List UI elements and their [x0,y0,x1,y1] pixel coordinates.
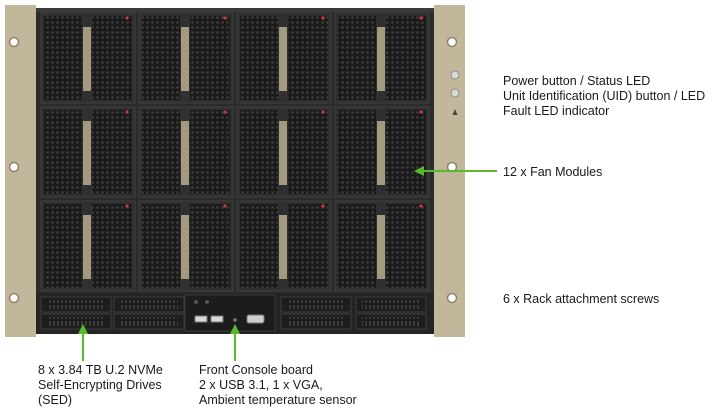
usb-port-icon [194,315,208,323]
console-label-line2: 2 x USB 3.1, 1 x VGA, [199,378,323,392]
fan-module [236,200,332,292]
fan-module [334,200,430,292]
callout-arrows [78,166,497,361]
uid-button-label: Unit Identification (UID) button / LED [503,89,706,103]
drive-bay [355,296,427,313]
fault-led-icon [452,109,458,115]
fan-module [334,106,430,198]
rack-screw [446,292,458,304]
rack-screws-label: 6 x Rack attachment screws [503,292,660,306]
drives-label-line3: (SED) [38,393,73,407]
fan-module [138,106,234,198]
fan-module [334,12,430,104]
front-indicators [450,70,460,115]
console-label-line1: Front Console board [199,363,313,377]
usb-port-icon [210,315,224,323]
power-button-label: Power button / Status LED [503,74,651,88]
drives-label-line2: Self-Encrypting Drives [38,378,162,392]
fan-modules-label: 12 x Fan Modules [503,165,603,179]
fault-led-label: Fault LED indicator [503,104,610,118]
power-button-icon [450,70,460,80]
fan-modules [40,12,430,292]
console-label-line3: Ambient temperature sensor [199,393,357,407]
fan-module [138,12,234,104]
uid-button-icon [450,88,460,98]
vga-port-icon [246,314,265,324]
drive-bay [113,296,185,313]
drive-bay [40,296,112,313]
fan-module [138,200,234,292]
rack-screw [446,36,458,48]
drive-bay [40,313,112,330]
rack-screw [8,36,20,48]
fan-module [236,106,332,198]
drives-label-line1: 8 x 3.84 TB U.2 NVMe [38,363,163,377]
drive-bay [280,313,352,330]
rack-ear-left [5,5,36,337]
fan-module [40,12,136,104]
rack-screw [8,161,20,173]
drive-bays [40,296,427,330]
drive-bay [280,296,352,313]
fan-module [40,106,136,198]
fan-module [236,12,332,104]
temperature-sensor-icon [194,300,198,304]
front-console-board [184,294,276,332]
rack-screw [8,292,20,304]
drive-bay [355,313,427,330]
rack-attachment-screws [8,36,458,304]
drive-bay [113,313,185,330]
fan-module [40,200,136,292]
